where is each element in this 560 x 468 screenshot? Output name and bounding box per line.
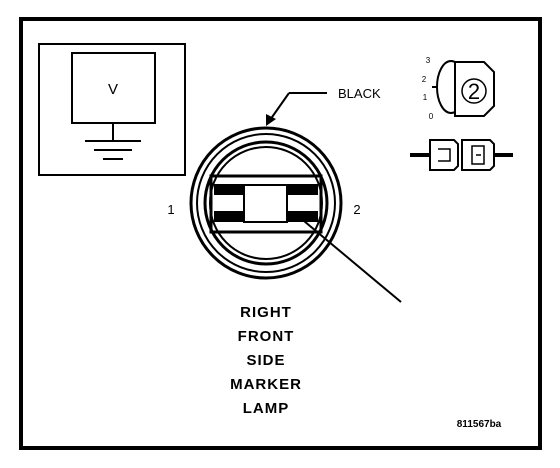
connector-ring-middle — [196, 133, 336, 273]
voltmeter-symbol: V — [108, 81, 118, 98]
terminal-lower-right — [287, 211, 318, 222]
terminal-upper-left — [214, 184, 244, 195]
connector-mate-icon — [410, 139, 513, 171]
connector-center-block — [243, 184, 288, 223]
terminal-lower-left — [214, 211, 244, 222]
wire-color-callout: BLACK — [266, 86, 381, 126]
voltmeter-box — [38, 43, 186, 176]
connector-face-icon — [432, 60, 495, 117]
terminal-upper-right — [287, 184, 318, 195]
connector-legend: 3 2 1 0 2 — [422, 56, 495, 121]
caption-line-5: LAMP — [243, 400, 290, 417]
pin-label-right: 2 — [353, 202, 360, 217]
lamp-connector: 1 2 — [167, 126, 402, 303]
figure-id: 811567ba — [457, 419, 502, 430]
caption-line-4: MARKER — [230, 376, 302, 393]
voltmeter-panel: V — [38, 43, 186, 176]
caption-line-3: SIDE — [246, 352, 285, 369]
outer-frame — [19, 17, 542, 450]
legend-pin-1: 1 — [423, 93, 428, 102]
legend-pin-3: 3 — [426, 56, 431, 65]
connector-ring-inner — [203, 140, 329, 266]
caption-line-2: FRONT — [238, 328, 295, 345]
connector-caption: RIGHT FRONT SIDE MARKER LAMP — [230, 304, 302, 417]
connector-cavity — [209, 174, 323, 234]
callout-leader-diagonal — [269, 92, 290, 121]
wire-color-label: BLACK — [338, 86, 381, 101]
terminal-pointer-line — [297, 215, 402, 303]
legend-pin-0: 0 — [429, 112, 434, 121]
legend-number: 2 — [468, 79, 480, 104]
ground-icon — [85, 140, 141, 160]
callout-arrowhead — [266, 114, 276, 126]
pin-label-left: 1 — [167, 202, 174, 217]
legend-pin-2: 2 — [422, 75, 427, 84]
caption-line-1: RIGHT — [240, 304, 292, 321]
connector-ring-outer — [189, 126, 343, 280]
